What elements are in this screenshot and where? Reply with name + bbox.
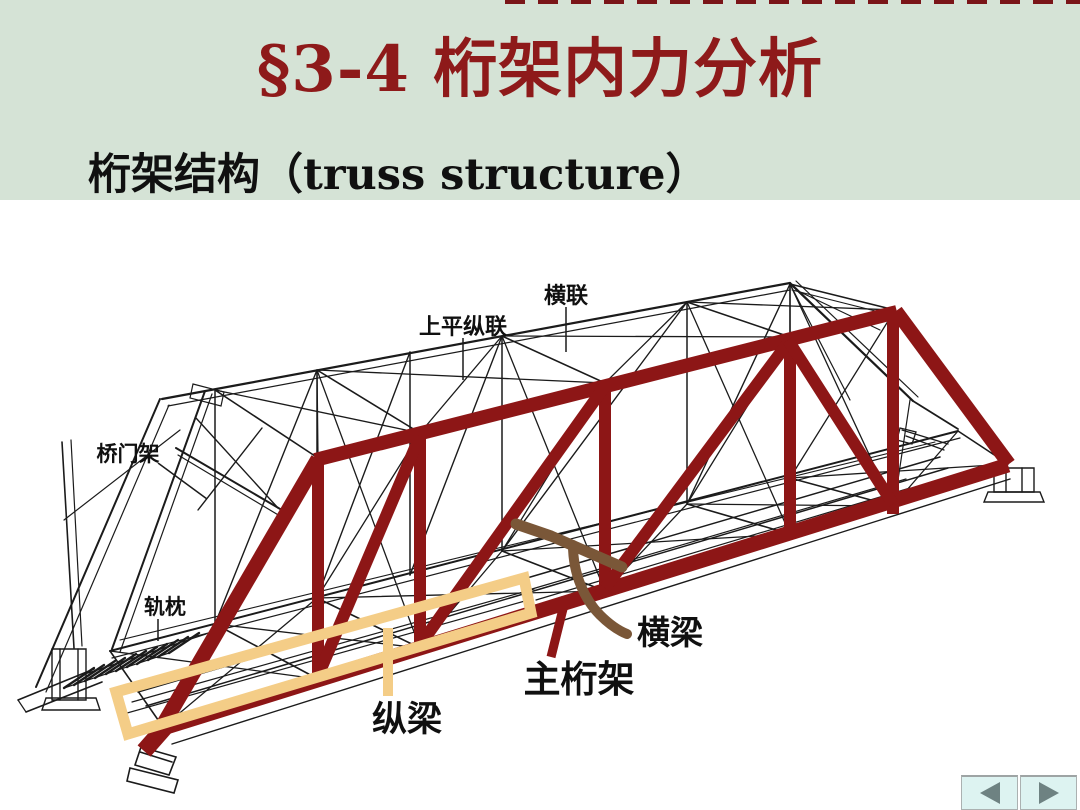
- bearing-left-far: [41, 648, 101, 711]
- label-cross-beam: 横梁: [637, 613, 703, 652]
- bearing-right-near: [982, 467, 1046, 503]
- label-top-lateral-bracing: 上平纵联: [419, 315, 507, 340]
- label-sway-bracing: 横联: [544, 284, 588, 309]
- label-stringer: 纵梁: [372, 700, 442, 740]
- main-truss-leader: [546, 595, 571, 659]
- right-triangle-icon: [1038, 782, 1059, 804]
- page-title: §3-4 桁架内力分析: [256, 32, 824, 107]
- left-triangle-icon: [979, 782, 1000, 804]
- portal-frame-leader: [157, 462, 208, 500]
- prev-slide-button[interactable]: [961, 775, 1018, 810]
- cross-beam-highlight: [510, 518, 632, 639]
- next-slide-button[interactable]: [1020, 775, 1077, 810]
- stringer-highlight: [109, 571, 538, 741]
- diagram-labels: 横联 上平纵联 桥门架 轨枕 纵梁 主桁架 横梁: [97, 284, 704, 740]
- slide-subtitle: 桁架结构（truss structure）: [88, 150, 709, 200]
- label-portal-frame: 桥门架: [97, 442, 160, 466]
- label-sleepers: 轨枕: [144, 595, 186, 619]
- cropped-text-sliver: [505, 0, 1080, 4]
- bearing-left-near: [126, 746, 180, 794]
- label-main-truss: 主桁架: [524, 658, 635, 701]
- sleepers-hatch: [62, 631, 201, 690]
- label-leaders: [157, 307, 567, 641]
- truss-bridge-figure: 横联 上平纵联 桥门架 轨枕 纵梁 主桁架 横梁: [0, 200, 1080, 810]
